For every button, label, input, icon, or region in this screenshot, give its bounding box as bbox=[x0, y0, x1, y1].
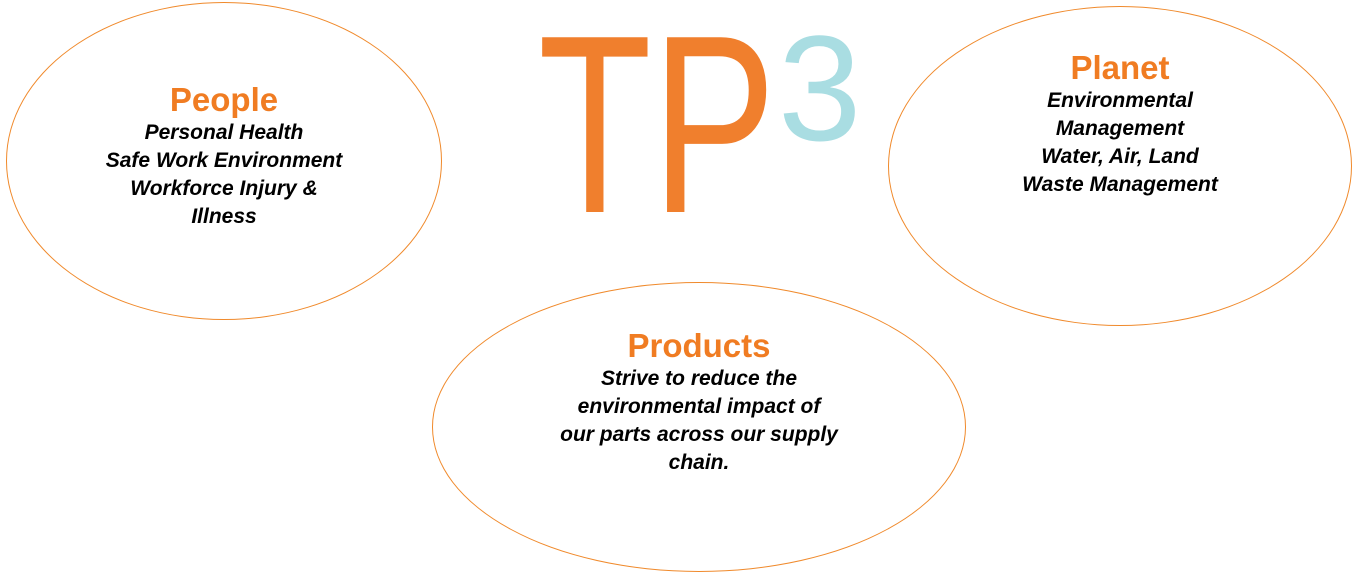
people-line: Safe Work Environment bbox=[105, 149, 343, 172]
logo-letters: TP bbox=[540, 10, 776, 230]
people-line: Workforce Injury & bbox=[130, 177, 318, 200]
tp3-logo: TP 3 bbox=[540, 10, 861, 230]
products-line: Strive to reduce the bbox=[600, 367, 798, 390]
planet-line: Environmental bbox=[1047, 89, 1193, 112]
planet-heading: Planet bbox=[1070, 49, 1170, 86]
products-line: environmental impact of bbox=[577, 395, 821, 418]
logo-superscript: 3 bbox=[778, 10, 861, 172]
people-ellipse: People Personal Health Safe Work Environ… bbox=[6, 2, 442, 320]
people-line: Personal Health bbox=[144, 121, 304, 144]
planet-line: Water, Air, Land bbox=[1041, 145, 1199, 168]
products-text-block: Products Strive to reduce the environmen… bbox=[433, 327, 965, 477]
products-line: chain. bbox=[668, 451, 730, 474]
products-line: our parts across our supply bbox=[560, 423, 838, 446]
planet-text-block: Planet Environmental Management Water, A… bbox=[889, 49, 1351, 199]
products-ellipse: Products Strive to reduce the environmen… bbox=[432, 282, 966, 572]
people-text-block: People Personal Health Safe Work Environ… bbox=[7, 81, 441, 231]
people-heading: People bbox=[169, 81, 279, 118]
people-line: Illness bbox=[191, 205, 257, 228]
products-heading: Products bbox=[627, 327, 771, 364]
planet-line: Management bbox=[1055, 117, 1185, 140]
planet-line: Waste Management bbox=[1022, 173, 1218, 196]
planet-ellipse: Planet Environmental Management Water, A… bbox=[888, 6, 1352, 326]
